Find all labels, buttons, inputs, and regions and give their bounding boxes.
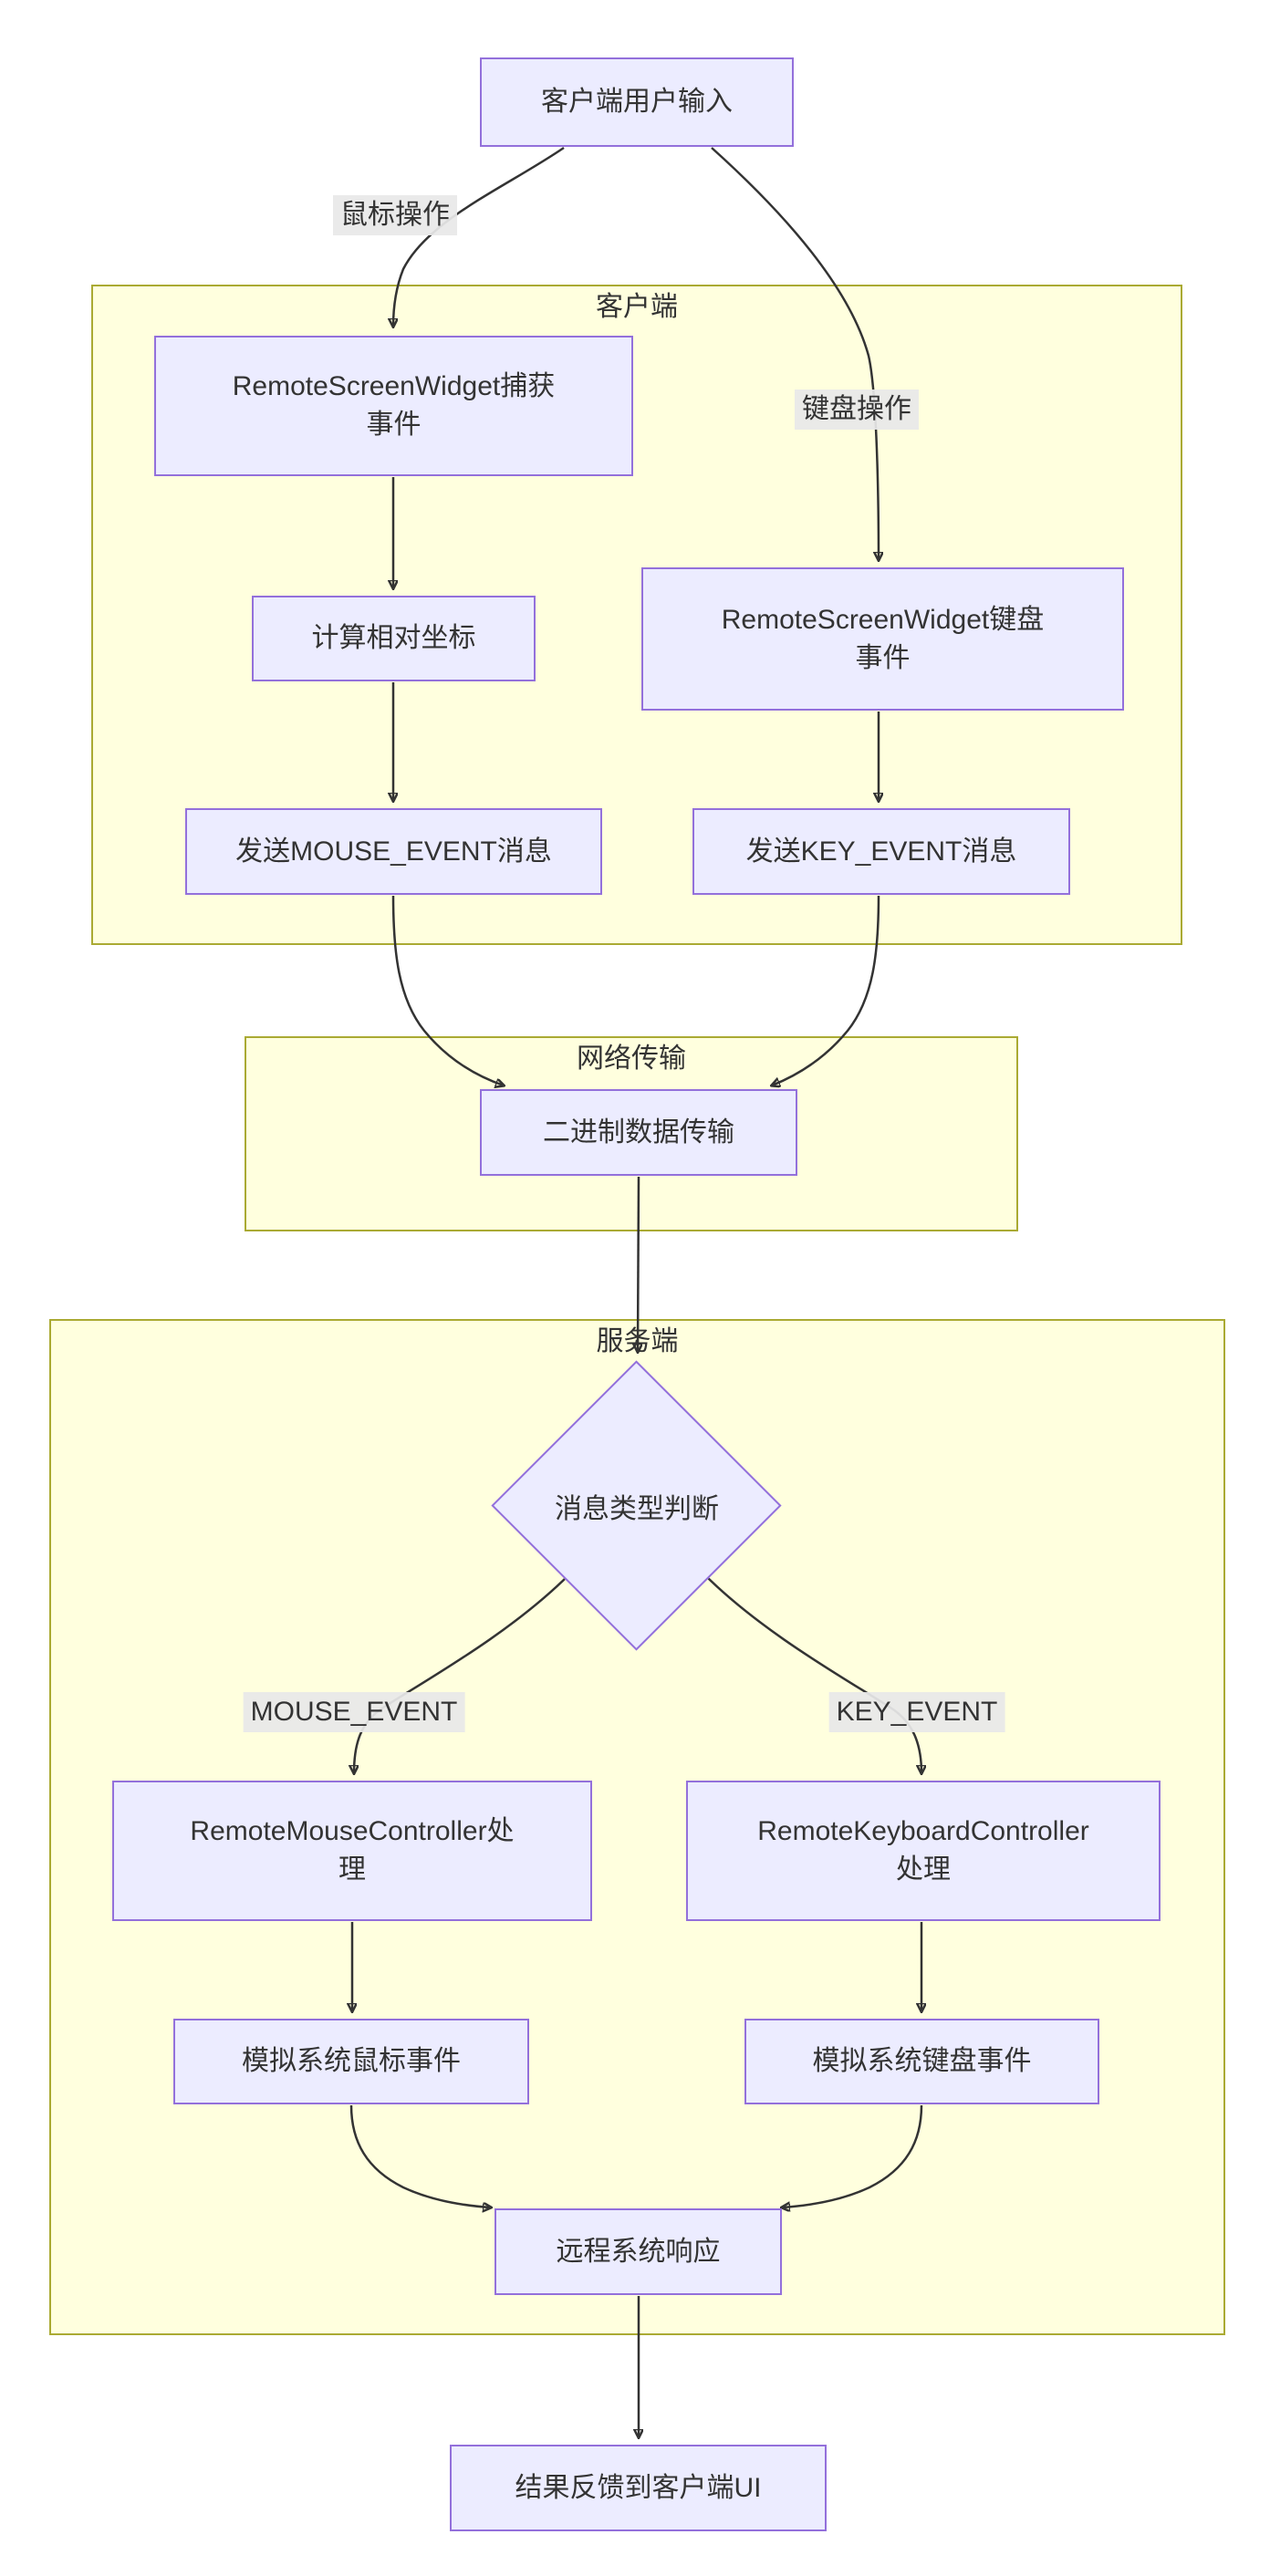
edge-label-key-op: 键盘操作 xyxy=(795,390,919,430)
node-keyboard-controller: RemoteKeyboardController 处理 xyxy=(686,1781,1161,1921)
node-msg-type-decision: 消息类型判断 xyxy=(555,1494,719,1524)
edge-simkey-to-response xyxy=(782,2104,923,2207)
edge-simmouse-to-response xyxy=(349,2104,491,2207)
node-user-input: 客户端用户输入 xyxy=(480,57,794,147)
node-sim-mouse: 模拟系统鼠标事件 xyxy=(173,2019,529,2104)
node-capture-event: RemoteScreenWidget捕获 事件 xyxy=(154,336,633,476)
node-remote-response: 远程系统响应 xyxy=(494,2208,782,2295)
edge-sendmouse-to-binary xyxy=(391,895,504,1085)
edge-decision-to-keyboardcontroller xyxy=(703,1574,921,1773)
node-send-key: 发送KEY_EVENT消息 xyxy=(692,808,1070,895)
edge-input-to-capture xyxy=(393,146,565,327)
edge-decision-to-mousecontroller xyxy=(354,1574,570,1773)
edge-binary-to-decision xyxy=(638,1176,639,1352)
subgraph-network-title: 网络传输 xyxy=(577,1044,686,1074)
node-calc-coords: 计算相对坐标 xyxy=(252,596,536,681)
node-binary-transfer: 二进制数据传输 xyxy=(480,1089,797,1176)
node-send-mouse: 发送MOUSE_EVENT消息 xyxy=(185,808,602,895)
node-keyboard-event: RemoteScreenWidget键盘 事件 xyxy=(641,567,1124,711)
subgraph-client-title: 客户端 xyxy=(596,292,678,322)
edge-label-mouse-op: 鼠标操作 xyxy=(333,195,457,235)
node-result-feedback: 结果反馈到客户端UI xyxy=(450,2445,827,2531)
node-mouse-controller: RemoteMouseController处 理 xyxy=(112,1781,592,1921)
edge-label-mouse-event: MOUSE_EVENT xyxy=(243,1692,465,1732)
edge-label-key-event: KEY_EVENT xyxy=(828,1692,1005,1732)
edge-input-to-keyboard xyxy=(711,147,879,560)
node-sim-key: 模拟系统键盘事件 xyxy=(744,2019,1099,2104)
edge-sendkey-to-binary xyxy=(772,895,880,1085)
